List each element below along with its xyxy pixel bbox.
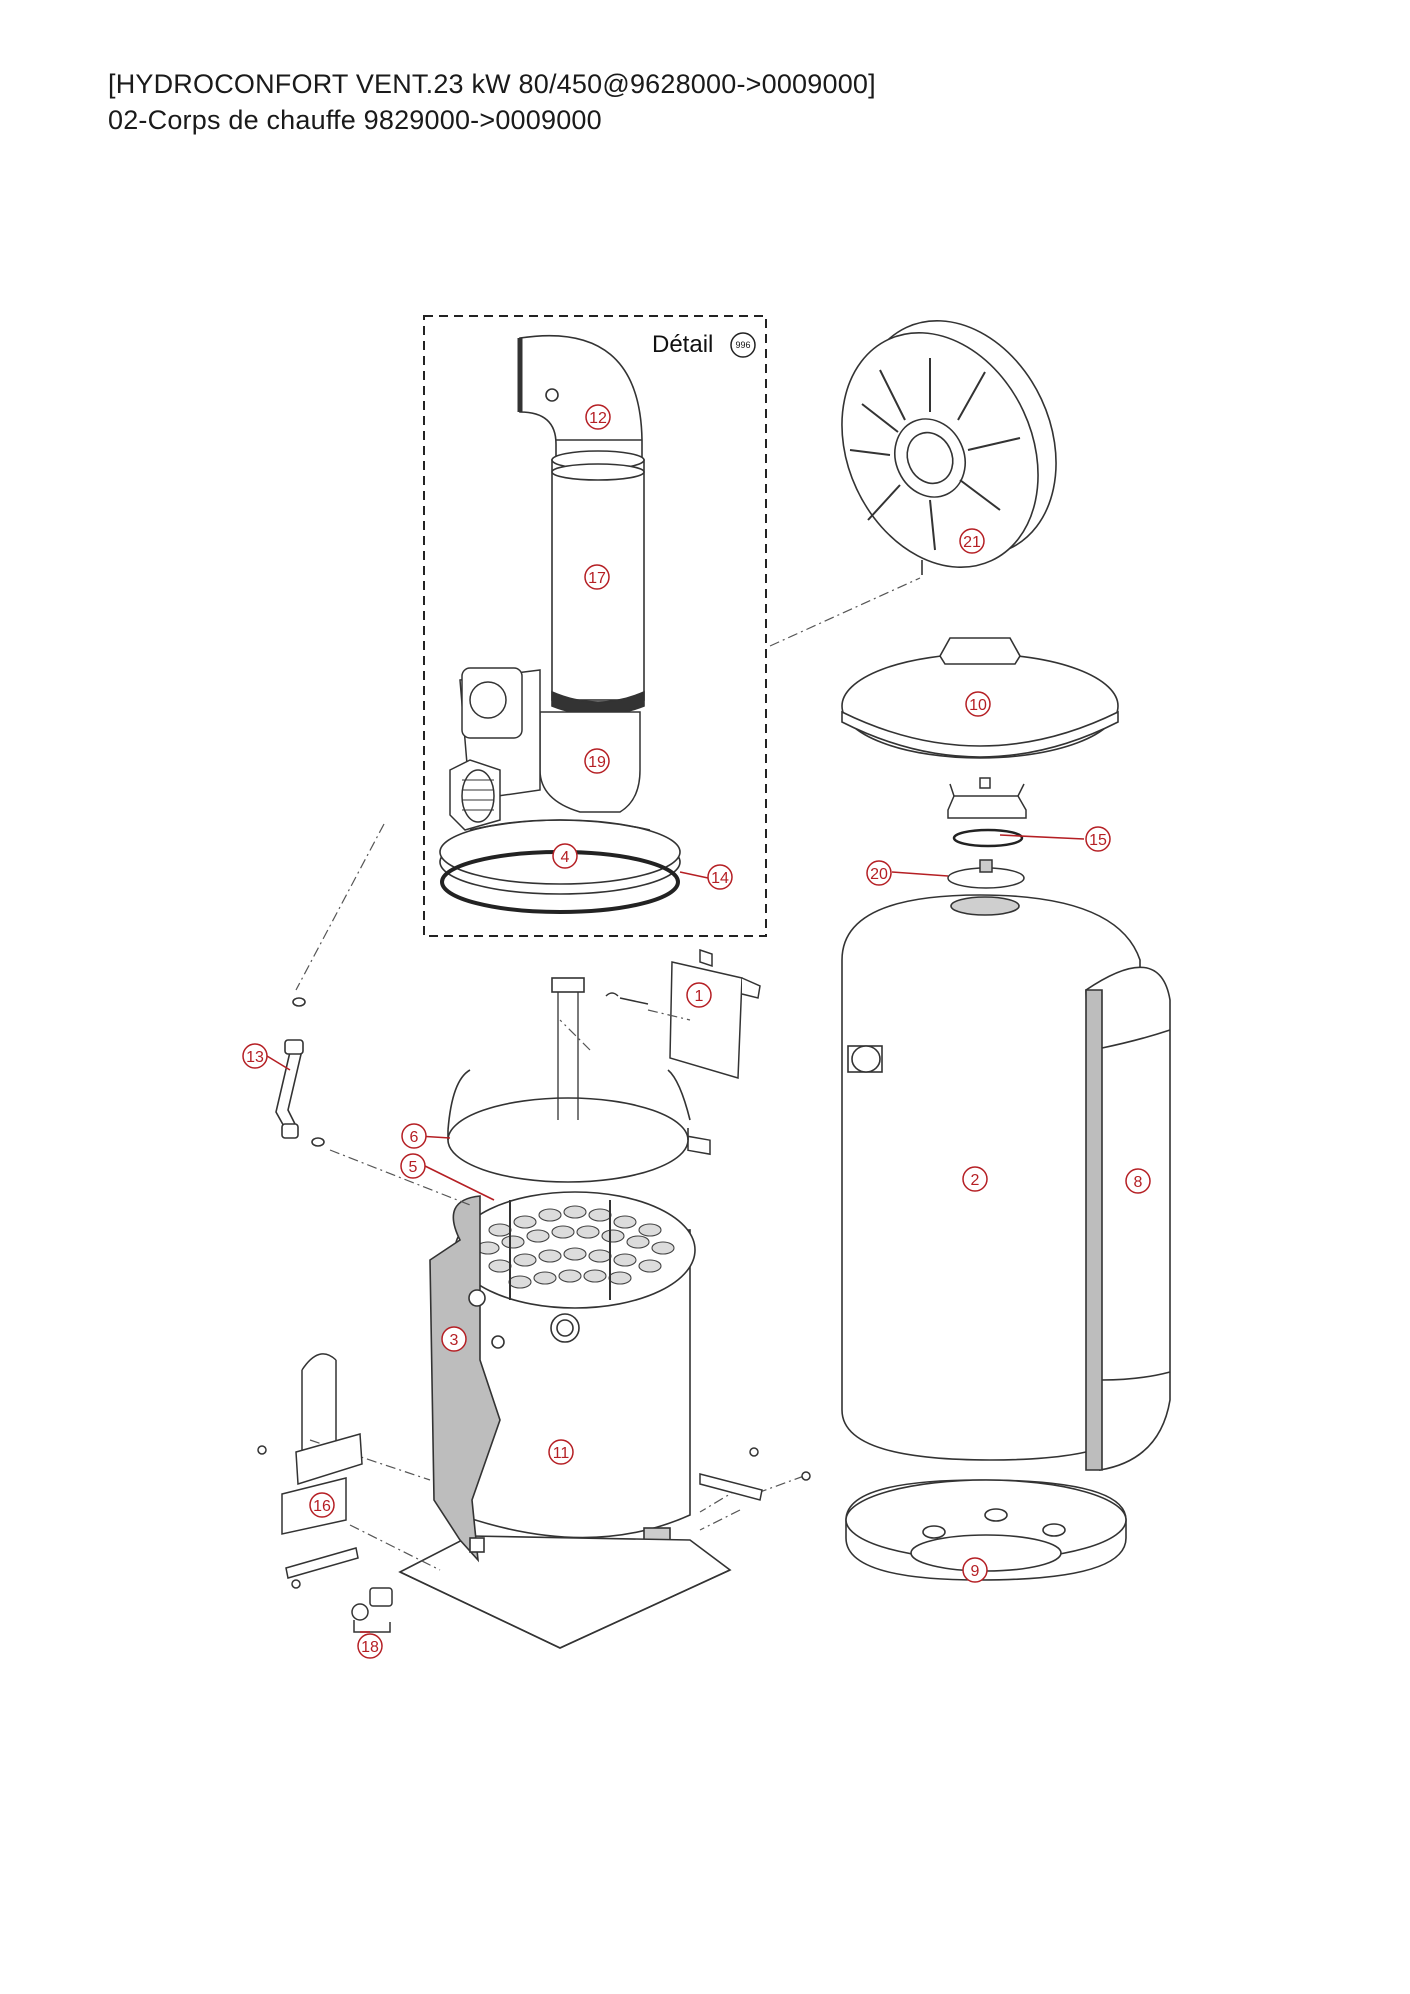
- callout-18: 18: [357, 1633, 383, 1659]
- svg-text:17: 17: [588, 570, 606, 587]
- title-line-section: 02-Corps de chauffe 9829000->0009000: [108, 105, 602, 135]
- svg-text:19: 19: [588, 754, 606, 771]
- callout-5: 5: [400, 1153, 426, 1179]
- part-base-ring: [845, 1479, 1127, 1581]
- svg-text:10: 10: [969, 697, 987, 714]
- part-drain-fittings: [351, 1587, 393, 1633]
- svg-text:3: 3: [450, 1332, 459, 1349]
- svg-text:12: 12: [589, 410, 607, 427]
- page-title: [HYDROCONFORT VENT.23 kW 80/450@9628000-…: [108, 66, 876, 138]
- svg-text:18: 18: [361, 1639, 379, 1656]
- callout-13: 13: [242, 1043, 268, 1069]
- tube-grid: [476, 1205, 675, 1289]
- detail-label: Détail: [652, 331, 713, 358]
- svg-text:6: 6: [410, 1129, 419, 1146]
- svg-text:11: 11: [553, 1445, 570, 1462]
- callout-10: 10: [965, 691, 991, 717]
- callouts: 1 2 3 4 5 6 8 9: [242, 404, 1151, 1659]
- callout-17: 17: [584, 564, 610, 590]
- callout-14: 14: [707, 864, 733, 890]
- callout-9: 9: [962, 1557, 988, 1583]
- callout-1: 1: [686, 982, 712, 1008]
- callout-4: 4: [552, 843, 578, 869]
- svg-text:5: 5: [409, 1159, 418, 1176]
- svg-text:13: 13: [246, 1049, 264, 1066]
- part-o-ring: [952, 828, 1024, 848]
- callout-16: 16: [309, 1492, 335, 1518]
- callout-12: 12: [585, 404, 611, 430]
- detail-code-badge: 996: [730, 332, 756, 358]
- part-support-ring: [447, 977, 691, 1183]
- svg-text:1: 1: [695, 988, 704, 1005]
- callout-20: 20: [866, 860, 892, 886]
- callout-6: 6: [401, 1123, 427, 1149]
- callout-8: 8: [1125, 1168, 1151, 1194]
- part-anode-plate: [947, 859, 1025, 889]
- part-top-cover-plate: [841, 319, 1057, 575]
- svg-text:2: 2: [971, 1172, 980, 1189]
- svg-text:15: 15: [1089, 832, 1107, 849]
- callout-19: 19: [584, 748, 610, 774]
- callout-21: 21: [959, 528, 985, 554]
- detail-box: Détail 996: [423, 315, 767, 937]
- svg-text:16: 16: [313, 1498, 331, 1515]
- callout-15: 15: [1085, 826, 1111, 852]
- svg-text:21: 21: [963, 534, 981, 551]
- part-flue-elbow: [517, 334, 643, 461]
- callout-2: 2: [962, 1166, 988, 1192]
- part-connecting-pipe: [275, 997, 325, 1147]
- part-heat-exchanger-insulation: [429, 1195, 501, 1563]
- svg-text:14: 14: [711, 870, 729, 887]
- part-clamp-bracket: [947, 777, 1027, 819]
- title-line-model: [HYDROCONFORT VENT.23 kW 80/450@9628000-…: [108, 69, 876, 99]
- connector-line-detail: [769, 577, 921, 647]
- part-mounting-bracket: [257, 1353, 363, 1589]
- callout-11: 11: [548, 1439, 574, 1465]
- svg-text:9: 9: [971, 1563, 980, 1580]
- part-flue-pipe: [551, 450, 645, 716]
- svg-text:8: 8: [1134, 1174, 1143, 1191]
- svg-text:4: 4: [561, 849, 570, 866]
- callout-3: 3: [441, 1326, 467, 1352]
- part-side-brackets: [699, 1447, 811, 1501]
- svg-text:20: 20: [870, 866, 888, 883]
- detail-code: 996: [735, 340, 750, 350]
- part-insulation-shell: [1085, 966, 1171, 1471]
